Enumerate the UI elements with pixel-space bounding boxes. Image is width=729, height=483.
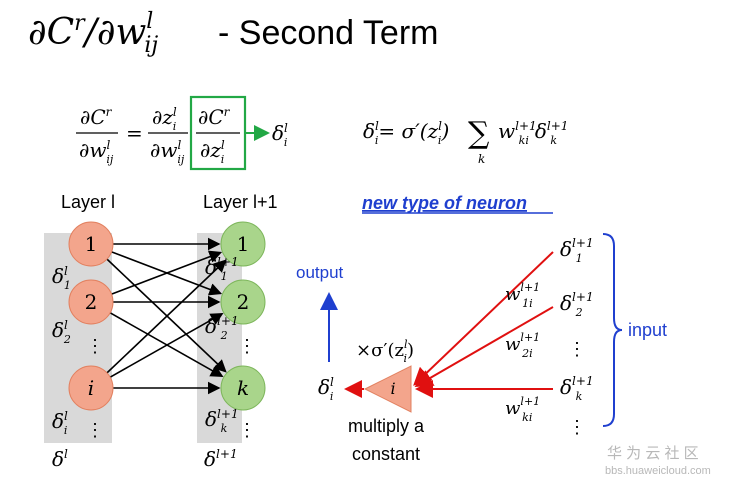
watermark-url: bbs.huaweicloud.com bbox=[605, 465, 711, 477]
node-l-1 bbox=[68, 221, 114, 267]
svg-text:=: = bbox=[126, 121, 143, 145]
svg-text:δli= σ′(zli): δli= σ′(zli) bbox=[363, 119, 449, 147]
highlight-box bbox=[189, 95, 247, 171]
title-sup-r: r bbox=[74, 11, 86, 36]
input-label: input bbox=[628, 320, 667, 340]
node-r-2 bbox=[220, 279, 266, 325]
neuron-label: i bbox=[390, 379, 395, 398]
node-l-2 bbox=[68, 279, 114, 325]
svg-text:∂Cr: ∂Cr bbox=[198, 105, 231, 129]
svg-text:∑: ∑ bbox=[468, 116, 490, 151]
vdots-r-1: ⋮ bbox=[238, 336, 256, 357]
watermark-cn: 华 为 云 社 区 bbox=[607, 445, 699, 462]
title-text: - Second Term bbox=[218, 14, 438, 52]
node-l-i bbox=[68, 365, 114, 411]
svg-text:∂zli: ∂zli bbox=[152, 105, 177, 133]
triangle-neuron-icon bbox=[363, 365, 412, 413]
edge-2-1 bbox=[109, 313, 224, 378]
title-partial: ∂C bbox=[28, 12, 74, 53]
svg-text:∂Cr: ∂Cr bbox=[80, 105, 113, 129]
edge-1-2 bbox=[109, 312, 224, 377]
input-arrow-2 bbox=[414, 306, 554, 388]
edge-1-0 bbox=[111, 250, 223, 295]
node-l-i-label: i bbox=[88, 376, 94, 400]
vdots-l-2: ⋮ bbox=[86, 420, 104, 441]
right-layer-nodes: 1 2 k bbox=[220, 221, 266, 411]
multiply-label-1: multiply a bbox=[348, 416, 425, 436]
new-neuron-label: new type of neuron bbox=[362, 193, 527, 213]
watermark: 华 为 云 社 区 bbs.huaweicloud.com bbox=[605, 445, 711, 477]
multiply-label-2: constant bbox=[352, 444, 420, 464]
delta-r-vector: δl+1 bbox=[204, 447, 238, 471]
input-arrow-1 bbox=[413, 251, 554, 386]
input-vdots-1: ⋮ bbox=[568, 339, 586, 360]
title-slash: /∂w bbox=[82, 12, 147, 53]
vdots-r-2: ⋮ bbox=[238, 420, 256, 441]
delta-l-vector: δl bbox=[52, 447, 68, 471]
node-r-1-label: 1 bbox=[237, 232, 250, 256]
edge-0-2 bbox=[106, 258, 227, 373]
layer-l-label: Layer l bbox=[61, 192, 115, 212]
node-r-k bbox=[220, 365, 266, 411]
svg-text:∂zli: ∂zli bbox=[200, 138, 225, 166]
vdots-l-1: ⋮ bbox=[86, 336, 104, 357]
title-sup-l: l bbox=[146, 9, 153, 34]
input-vdots-2: ⋮ bbox=[568, 417, 586, 438]
node-l-2-label: 2 bbox=[85, 290, 98, 314]
left-layer-nodes: 1 2 i bbox=[68, 221, 114, 411]
node-r-2-label: 2 bbox=[237, 290, 250, 314]
output-label: output bbox=[296, 263, 344, 282]
edge-2-0 bbox=[106, 259, 227, 374]
network-edges bbox=[106, 237, 227, 395]
layer-l1-label: Layer l+1 bbox=[203, 192, 278, 212]
input-brace-icon bbox=[602, 233, 623, 427]
svg-text:k: k bbox=[478, 152, 485, 166]
node-r-1 bbox=[220, 221, 266, 267]
title-sub-ij: ij bbox=[144, 33, 158, 58]
svg-text:δli: δli bbox=[272, 121, 288, 149]
node-r-k-label: k bbox=[237, 376, 249, 400]
node-l-1-label: 1 bbox=[85, 232, 98, 256]
